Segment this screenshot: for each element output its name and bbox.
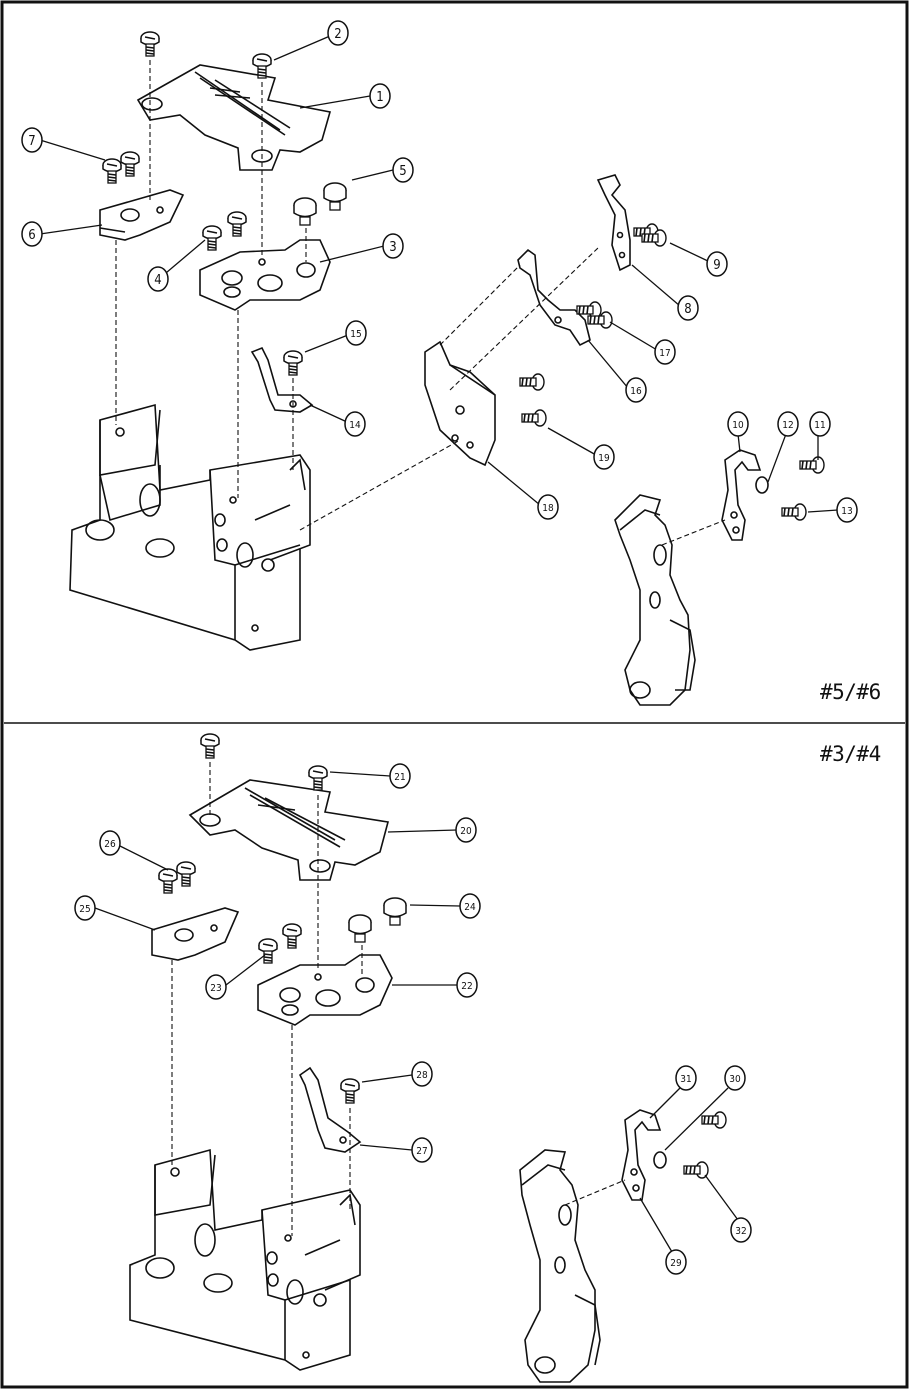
callout-32: 32 — [730, 1217, 752, 1243]
callout-18: 18 — [537, 494, 559, 520]
svg-text:26: 26 — [104, 839, 116, 850]
svg-text:19: 19 — [598, 453, 610, 464]
bottom-callouts — [94, 771, 739, 1253]
top-callout-circles: 2 1 7 5 6 4 3 15 14 9 8 17 16 19 18 10 1… — [21, 20, 858, 523]
bottom-part-27 — [298, 1066, 362, 1153]
callout-5: 5 — [392, 157, 414, 183]
svg-text:4: 4 — [154, 273, 161, 288]
callout-13: 13 — [836, 497, 858, 523]
callout-7: 7 — [21, 127, 43, 153]
svg-text:10: 10 — [732, 420, 744, 431]
callout-12: 12 — [777, 411, 799, 437]
callout-26: 26 — [99, 830, 121, 856]
svg-text:7: 7 — [28, 134, 35, 149]
top-part-3 — [199, 239, 331, 311]
callout-2: 2 — [327, 20, 349, 46]
callout-28: 28 — [411, 1061, 433, 1087]
bottom-needle-plate — [188, 779, 390, 881]
top-part-8 — [596, 174, 631, 272]
svg-text:25: 25 — [79, 904, 90, 915]
svg-text:6: 6 — [28, 228, 35, 243]
svg-text:16: 16 — [630, 386, 642, 397]
svg-text:1: 1 — [376, 90, 383, 105]
svg-text:3: 3 — [389, 240, 396, 255]
callout-21: 21 — [389, 763, 411, 789]
section-label-top: #5/#6 — [820, 680, 881, 704]
callout-17: 17 — [654, 339, 676, 365]
callout-20: 20 — [455, 817, 477, 843]
svg-text:27: 27 — [416, 1146, 427, 1157]
svg-text:31: 31 — [680, 1074, 691, 1085]
callout-29: 29 — [665, 1249, 687, 1275]
top-looper-assembly — [614, 449, 769, 706]
svg-text:9: 9 — [713, 258, 720, 273]
top-part-6 — [99, 189, 185, 241]
bottom-callout-circles: 21 20 26 24 25 23 22 28 27 31 30 32 29 — [74, 763, 752, 1275]
callout-8: 8 — [677, 295, 699, 321]
bottom-main-frame — [129, 1148, 361, 1371]
section-label-bottom: #3/#4 — [820, 742, 881, 766]
svg-text:32: 32 — [735, 1226, 746, 1237]
callout-9: 9 — [706, 251, 728, 277]
svg-text:2: 2 — [334, 27, 341, 42]
callout-16: 16 — [625, 377, 647, 403]
svg-text:30: 30 — [729, 1074, 741, 1085]
svg-text:23: 23 — [210, 983, 221, 994]
top-main-frame — [69, 403, 311, 651]
svg-text:18: 18 — [542, 503, 554, 514]
svg-text:17: 17 — [659, 348, 670, 359]
top-part-18 — [424, 340, 496, 467]
callout-31: 31 — [675, 1065, 697, 1091]
callout-22: 22 — [456, 972, 478, 998]
svg-text:15: 15 — [350, 329, 361, 340]
top-part-16 — [517, 248, 591, 347]
svg-text:8: 8 — [684, 302, 691, 317]
bottom-part-25 — [151, 907, 240, 961]
callout-1: 1 — [369, 83, 391, 109]
top-assembly — [69, 31, 825, 706]
bottom-part-22 — [257, 954, 393, 1026]
svg-text:13: 13 — [841, 506, 852, 517]
callout-30: 30 — [724, 1065, 746, 1091]
callout-27: 27 — [411, 1137, 433, 1163]
bottom-assembly — [129, 733, 727, 1383]
svg-text:29: 29 — [670, 1258, 682, 1269]
callout-4: 4 — [147, 266, 169, 292]
callout-10: 10 — [727, 411, 749, 437]
top-part-14 — [250, 346, 314, 413]
svg-text:11: 11 — [814, 420, 825, 431]
top-callouts — [39, 35, 839, 513]
callout-23: 23 — [205, 974, 227, 1000]
callout-15: 15 — [345, 320, 367, 346]
callout-11: 11 — [809, 411, 831, 437]
svg-text:22: 22 — [461, 981, 472, 992]
callout-3: 3 — [382, 233, 404, 259]
callout-24: 24 — [459, 893, 481, 919]
svg-text:14: 14 — [349, 420, 361, 431]
callout-19: 19 — [593, 444, 615, 470]
svg-text:5: 5 — [399, 164, 406, 179]
bottom-looper-assembly — [519, 1109, 667, 1383]
callout-6: 6 — [21, 221, 43, 247]
svg-text:21: 21 — [394, 772, 405, 783]
svg-text:20: 20 — [460, 826, 472, 837]
svg-text:28: 28 — [416, 1070, 428, 1081]
top-needle-plate — [136, 64, 332, 171]
svg-text:24: 24 — [464, 902, 476, 913]
callout-14: 14 — [344, 411, 366, 437]
svg-text:12: 12 — [782, 420, 793, 431]
callout-25: 25 — [74, 895, 96, 921]
